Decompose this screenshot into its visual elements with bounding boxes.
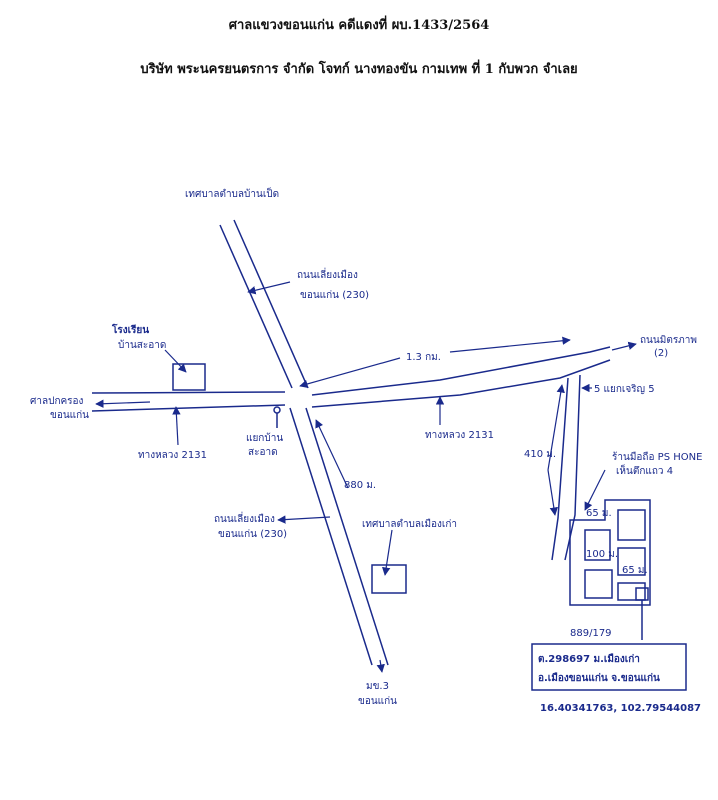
- bypass-road-north-edge-b: [233, 219, 309, 389]
- road-2131-east-edge-a: [311, 346, 611, 396]
- junction-pin: [273, 406, 281, 414]
- east-road-label-2: (2): [654, 348, 668, 359]
- west-destination-label: ศาลปกครอง: [30, 396, 84, 407]
- shop-label-2: เห็นตึกแถว 4: [616, 463, 673, 477]
- road-2131-east-edge-b: [311, 359, 611, 408]
- distance-880m-label: 880 ม.: [344, 480, 376, 491]
- south-destination-label: มข.3: [366, 681, 389, 692]
- arrow-880m: [315, 419, 349, 489]
- arrow-west: [95, 399, 151, 408]
- soi-edge-a: [551, 377, 569, 561]
- distance-65m-label-a: 65 ม.: [586, 508, 612, 519]
- arrow-shop: [584, 469, 606, 511]
- arrow-south-road: [277, 515, 331, 524]
- arrow-school: [164, 349, 187, 373]
- house-number-label: 889/179: [570, 628, 612, 639]
- address-line-1: ต.298697 ม.เมืองเก่า: [538, 653, 640, 665]
- block-inner-3: [617, 547, 646, 576]
- target-house: [635, 587, 649, 601]
- arrow-east-road: [611, 341, 637, 351]
- junction-5-label: 5 แยกเจริญ 5: [594, 384, 655, 395]
- block-inner-2: [617, 509, 646, 541]
- arrow-2131-w: [172, 406, 181, 446]
- arrow-410m: [547, 384, 565, 471]
- municipality-building: [371, 564, 407, 594]
- north-road-label-2: ขอนแก่น (230): [300, 290, 369, 301]
- bypass-road-south-edge-a: [289, 407, 373, 666]
- junction-marker-label-2: สะอาด: [248, 447, 278, 458]
- road-2131-east-label: ทางหลวง 2131: [425, 430, 494, 441]
- arrow-13km-right: [449, 336, 571, 353]
- shop-label: ร้านมือถือ PS HONE: [612, 451, 702, 463]
- municipality-label: เทศบาลตำบลเมืองเก่า: [362, 518, 457, 530]
- distance-13km-label: 1.3 กม.: [406, 352, 441, 363]
- road-2131-west-label: ทางหลวง 2131: [138, 450, 207, 461]
- coordinates-label: 16.40341763, 102.79544087: [540, 703, 701, 714]
- arrow-13km-left: [299, 357, 401, 389]
- east-road-label: ถนนมิตรภาพ: [640, 335, 697, 346]
- case-title: ศาลแขวงขอนแก่น คดีแดงที่ ผบ.1433/2564: [228, 18, 490, 33]
- south-destination-label-2: ขอนแก่น: [358, 696, 397, 707]
- block-inner-1: [584, 529, 611, 561]
- school-label: โรงเรียน: [111, 323, 149, 336]
- distance-100m-label: 100 ม.: [586, 549, 618, 560]
- south-road-label-2: ขอนแก่น (230): [218, 529, 287, 540]
- arrow-south-end: [376, 659, 385, 673]
- north-road-label: ถนนเลี่ยงเมือง: [297, 267, 358, 281]
- school-label-2: บ้านสะอาด: [118, 339, 166, 351]
- soi-edge-b: [564, 374, 581, 561]
- bypass-road-south-edge-b: [305, 407, 389, 666]
- distance-65m-label-b: 65 ม.: [622, 565, 648, 576]
- south-road-label: ถนนเลี่ยงเมือง: [214, 511, 275, 525]
- west-destination-label-2: ขอนแก่น: [50, 410, 89, 421]
- case-parties: บริษัท พระนครยนตรการ จำกัด โจทก์ นางทองข…: [140, 62, 578, 77]
- block-inner-4: [584, 569, 613, 599]
- arrow-north-road: [247, 281, 291, 295]
- bypass-road-north-edge-a: [219, 224, 293, 389]
- junction-marker-label: แยกบ้าน: [246, 432, 283, 444]
- road-2131-west-edge-b: [91, 404, 286, 412]
- block-outline: [569, 499, 651, 606]
- arrow-410m-down: [547, 469, 558, 516]
- distance-410m-label: 410 ม.: [524, 449, 556, 460]
- address-box: [531, 643, 687, 691]
- road-2131-west-edge-a: [91, 391, 286, 394]
- address-line-2: อ.เมืองขอนแก่น จ.ขอนแก่น: [538, 672, 660, 684]
- school-building: [172, 363, 206, 391]
- block-inner-5: [617, 582, 646, 601]
- north-destination-label: เทศบาลตำบลบ้านเป็ด: [185, 186, 279, 200]
- arrow-municipality: [382, 529, 393, 576]
